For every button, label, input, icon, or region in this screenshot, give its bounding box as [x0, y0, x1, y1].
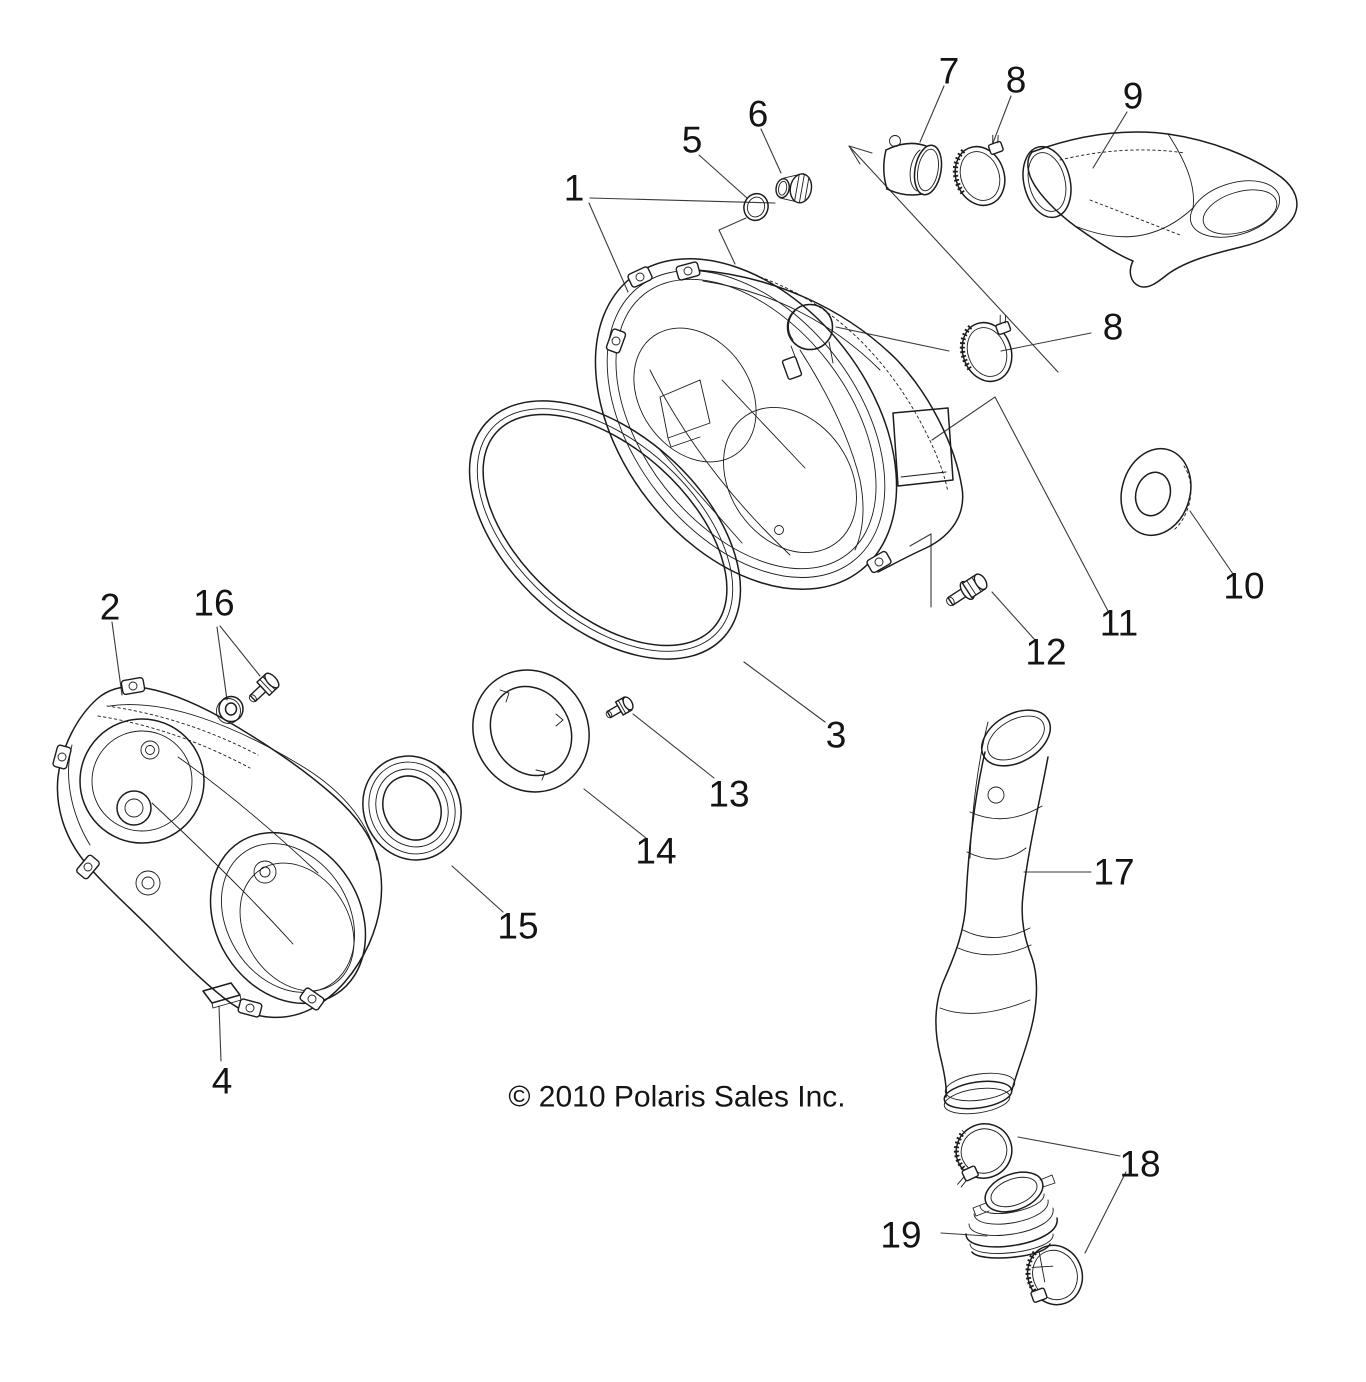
callout-8b: 8: [1103, 307, 1124, 348]
inner-clutch-cover: [52, 676, 383, 1018]
callout-19: 19: [880, 1215, 921, 1256]
bolt-16: [248, 672, 280, 703]
hose-clamp-cover-port: [959, 314, 1013, 383]
callout-2: 2: [100, 587, 121, 628]
callout-13: 13: [708, 774, 749, 815]
boot-adapter: [965, 1171, 1058, 1259]
ring-plate: [472, 669, 590, 793]
outlet-duct: [935, 709, 1051, 1115]
leader-lines: [111, 85, 1234, 1254]
callout-6: 6: [748, 94, 769, 135]
cover-decal-plate: [659, 379, 711, 439]
cover-mount-tabs: [605, 261, 892, 574]
vent-plug: [775, 173, 813, 204]
callout-14: 14: [635, 831, 676, 872]
cover-front-rim: [594, 257, 898, 591]
cover-vent-opening: [892, 407, 954, 487]
callout-9: 9: [1123, 76, 1144, 117]
cover-pad: [202, 982, 242, 1009]
callout-5: 5: [682, 120, 703, 161]
cover-back-shell: [696, 269, 964, 573]
washer-ring: [1120, 447, 1192, 537]
callout-11: 11: [1100, 603, 1138, 644]
o-ring: [743, 192, 769, 222]
hose-clamp-upper: [952, 134, 1006, 207]
callout-7: 7: [939, 51, 960, 92]
air-intake-duct: [1022, 131, 1298, 288]
callout-17: 17: [1093, 852, 1134, 893]
outer-clutch-cover: [594, 257, 964, 591]
drive-belt: [468, 400, 742, 660]
callout-12: 12: [1025, 632, 1066, 673]
callout-15: 15: [497, 906, 538, 947]
copyright-text: © 2010 Polaris Sales Inc.: [508, 1081, 845, 1114]
callout-3: 3: [826, 715, 847, 756]
inner-cover-opening: [209, 831, 367, 1005]
callout-1: 1: [564, 168, 585, 209]
washer-16: [216, 695, 244, 724]
callout-4: 4: [212, 1061, 233, 1102]
callout-18: 18: [1119, 1144, 1160, 1185]
flange-bolt-12: [946, 573, 988, 607]
callout-16: 16: [193, 583, 234, 624]
callout-10: 10: [1223, 566, 1264, 607]
inlet-duct-tube: [883, 135, 943, 196]
callout-labels: 1 2 3 4 5 6 7 8 9 8 10 11 12 13 14 15 16…: [100, 51, 1265, 1256]
bolt-13: [605, 696, 634, 719]
hose-clamp-lower-bottom: [1025, 1244, 1084, 1306]
install-arrow: [848, 145, 1059, 373]
hose-clamp-lower-top: [953, 1123, 1013, 1188]
seal-ring: [362, 755, 462, 861]
callout-8a: 8: [1006, 60, 1027, 101]
inner-cover-boss: [79, 718, 277, 896]
inner-cover-tabs: [52, 676, 325, 1018]
